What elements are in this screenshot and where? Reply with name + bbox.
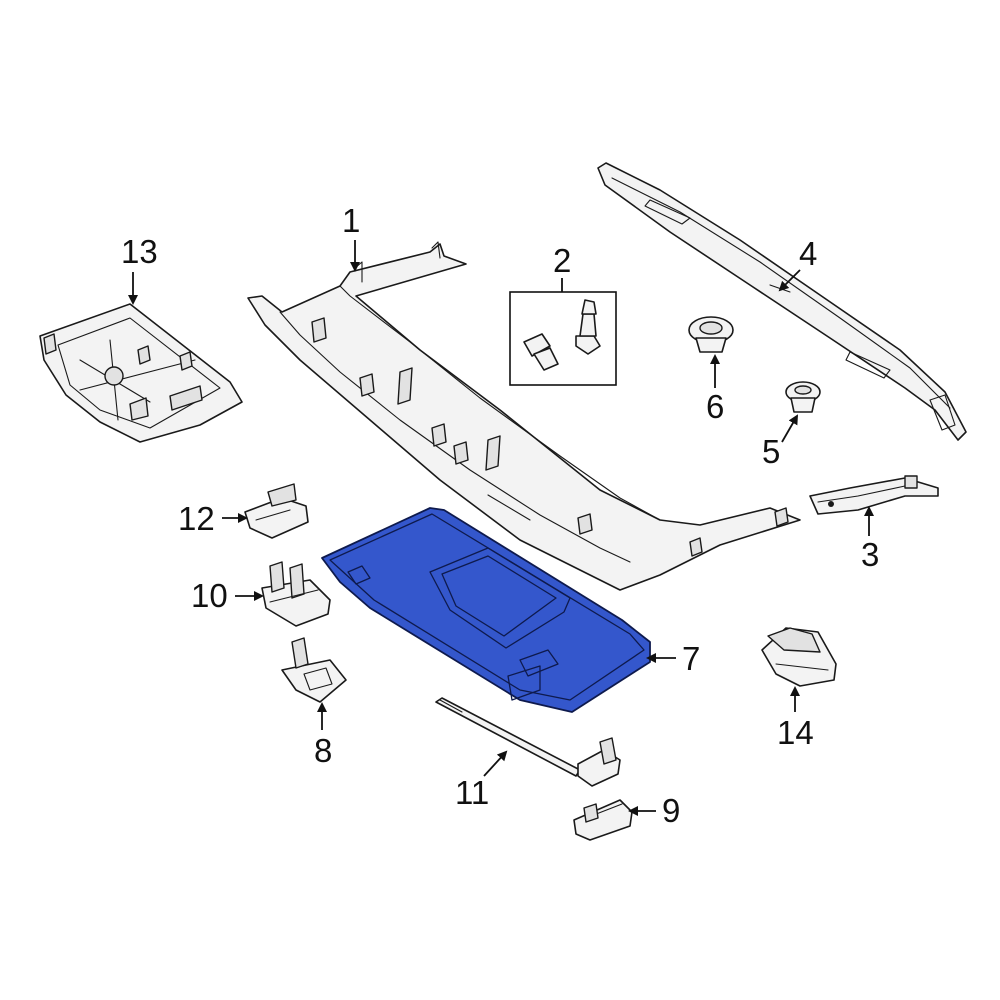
visor-support-rod[interactable] bbox=[435, 697, 621, 787]
callout-label-4: 4 bbox=[799, 235, 817, 272]
visor-holder[interactable] bbox=[244, 483, 309, 539]
visor-clip-cover[interactable] bbox=[281, 637, 347, 703]
kit-screw-push-pin bbox=[575, 299, 601, 355]
callout-label-1: 1 bbox=[342, 202, 360, 239]
visor-retainer-clip[interactable] bbox=[261, 561, 331, 627]
vanity-lamp[interactable] bbox=[761, 627, 837, 687]
callout-label-12: 12 bbox=[178, 500, 215, 537]
callout-label-9: 9 bbox=[662, 792, 680, 829]
callout-1: 1 bbox=[342, 202, 360, 272]
callout-4: 4 bbox=[778, 235, 817, 292]
callout-label-11: 11 bbox=[455, 774, 489, 811]
push-nut[interactable] bbox=[785, 381, 821, 413]
callout-8: 8 bbox=[314, 702, 332, 769]
callout-label-6: 6 bbox=[706, 388, 724, 425]
callout-label-13: 13 bbox=[121, 233, 158, 270]
callout-label-5: 5 bbox=[762, 433, 780, 470]
callout-2: 2 bbox=[553, 242, 571, 292]
fastener-kit[interactable] bbox=[509, 291, 617, 386]
trim-clip[interactable] bbox=[688, 316, 734, 353]
callout-13: 13 bbox=[121, 233, 158, 305]
callout-label-3: 3 bbox=[861, 536, 879, 573]
visor-rod-cover[interactable] bbox=[573, 799, 633, 841]
side-bracket[interactable] bbox=[809, 475, 939, 515]
roof-rail-trim-strip[interactable] bbox=[597, 162, 967, 441]
callout-7: 7 bbox=[646, 640, 700, 677]
windshield-header-trim-panel[interactable] bbox=[247, 241, 801, 591]
callout-3: 3 bbox=[861, 506, 879, 573]
dome-lamp-housing[interactable] bbox=[39, 303, 243, 443]
callout-10: 10 bbox=[191, 577, 264, 614]
callout-14: 14 bbox=[777, 686, 814, 751]
kit-screw-rivet bbox=[523, 333, 559, 371]
callout-label-2: 2 bbox=[553, 242, 571, 279]
callout-12: 12 bbox=[178, 500, 248, 537]
callout-label-7: 7 bbox=[682, 640, 700, 677]
callout-label-10: 10 bbox=[191, 577, 228, 614]
callout-11: 11 bbox=[455, 750, 508, 811]
callout-5: 5 bbox=[762, 414, 798, 470]
callout-6: 6 bbox=[706, 354, 724, 425]
callout-label-14: 14 bbox=[777, 714, 814, 751]
callout-9: 9 bbox=[628, 792, 680, 829]
callout-label-8: 8 bbox=[314, 732, 332, 769]
